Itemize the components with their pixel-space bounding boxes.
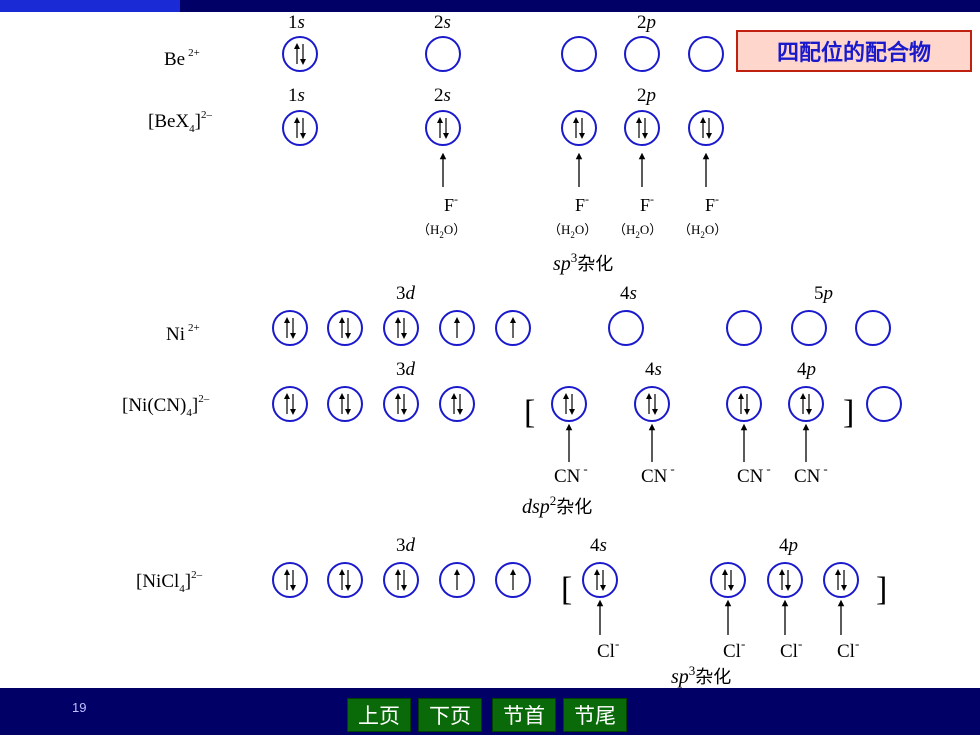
species-nicl4-label: [NiCl4]2–: [136, 569, 203, 595]
ligand-f-4: F-: [705, 192, 719, 215]
orbital-be-5: [688, 36, 724, 72]
slide-content-area: [0, 12, 980, 688]
orbital-label-ni-3d: 3d: [396, 283, 416, 304]
orbital-nicl4-4: [439, 562, 475, 598]
orbital-label-be-2s: 2s: [434, 12, 451, 33]
top-accent-bar: [0, 0, 180, 12]
orbital-ni-1: [272, 310, 308, 346]
orbital-bex4-2: [425, 110, 461, 146]
bracket-nicl4-close: ]: [876, 571, 887, 608]
orbital-ni-4: [439, 310, 475, 346]
section-start-button[interactable]: 节首: [492, 698, 556, 732]
orbital-ni-8: [791, 310, 827, 346]
orbital-label-be-1s: 1s: [288, 12, 305, 33]
orbital-label-bex4-1s: 1s: [288, 85, 305, 106]
orbital-label-nicl4-4p: 4p: [779, 535, 798, 556]
orbital-nicn4-3: [383, 386, 419, 422]
orbital-nicl4-1: [272, 562, 308, 598]
orbital-be-4: [624, 36, 660, 72]
donor-arrows: [439, 152, 845, 635]
species-nicn4-label: [Ni(CN)4]2–: [122, 393, 210, 419]
ligand-cl-4: Cl-: [837, 636, 859, 662]
orbital-ni-7: [726, 310, 762, 346]
orbital-label-bex4-2s: 2s: [434, 85, 451, 106]
ligand-cl-2: Cl-: [723, 636, 745, 662]
next-page-button[interactable]: 下页: [418, 698, 482, 732]
orbital-nicl4-2: [327, 562, 363, 598]
bracket-nicl4-open: [: [561, 571, 572, 608]
bracket-nicn4-open: [: [524, 394, 535, 431]
ligand-water-1: （H2O）: [417, 222, 466, 240]
orbital-ni-9: [855, 310, 891, 346]
orbital-label-ni-5p: 5p: [814, 283, 833, 304]
orbital-label-nicl4-4s: 4s: [590, 535, 607, 556]
bracket-nicn4-close: ]: [843, 394, 854, 431]
hybridization-bex4: sp3杂化: [553, 250, 613, 275]
ligand-cn-2: CN-: [641, 461, 675, 487]
orbital-nicn4-4: [439, 386, 475, 422]
orbital-ni-6: [608, 310, 644, 346]
orbital-bex4-4: [624, 110, 660, 146]
orbital-nicl4-9: [823, 562, 859, 598]
orbital-label-nicn4-3d: 3d: [396, 359, 416, 380]
ligand-cl-1: Cl-: [597, 636, 619, 662]
hybridization-nicn4: dsp2杂化: [522, 493, 592, 518]
orbital-ni-2: [327, 310, 363, 346]
ligand-f-2: F-: [575, 192, 589, 215]
orbital-nicl4-8: [767, 562, 803, 598]
orbital-nicn4-5: [551, 386, 587, 422]
orbital-nicl4-7: [710, 562, 746, 598]
orbital-nicl4-3: [383, 562, 419, 598]
hybridization-nicl4: sp3杂化: [671, 663, 731, 688]
orbital-label-nicn4-4p: 4p: [797, 359, 816, 380]
orbital-bex4-3: [561, 110, 597, 146]
ligand-f-1: F-: [444, 192, 458, 215]
orbital-label-bex4-2p: 2p: [637, 85, 656, 106]
orbital-bex4-1: [282, 110, 318, 146]
ligand-cn-3: CN-: [737, 461, 771, 487]
ligand-cl-3: Cl-: [780, 636, 802, 662]
ligand-water-2: （H2O）: [548, 222, 597, 240]
orbital-ni-3: [383, 310, 419, 346]
orbital-nicn4-2: [327, 386, 363, 422]
ligand-f-3: F-: [640, 192, 654, 215]
ligand-water-3: （H2O）: [613, 222, 662, 240]
orbital-ni-5: [495, 310, 531, 346]
page-number: 19: [72, 700, 87, 715]
orbital-label-nicl4-3d: 3d: [396, 535, 416, 556]
orbital-label-ni-4s: 4s: [620, 283, 637, 304]
ligand-water-4: （H2O）: [678, 222, 727, 240]
orbital-boxes: [272, 36, 902, 598]
orbital-be-2: [425, 36, 461, 72]
ligand-cn-1: CN-: [554, 461, 588, 487]
orbital-be-1: [282, 36, 318, 72]
orbital-nicn4-7: [726, 386, 762, 422]
orbital-nicn4-1: [272, 386, 308, 422]
orbital-be-3: [561, 36, 597, 72]
orbital-nicn4-6: [634, 386, 670, 422]
slide-title: 四配位的配合物: [736, 30, 972, 72]
orbital-bex4-5: [688, 110, 724, 146]
species-bex4-label: [BeX4]2–: [148, 109, 212, 135]
orbital-label-nicn4-4s: 4s: [645, 359, 662, 380]
prev-page-button[interactable]: 上页: [347, 698, 411, 732]
orbital-nicl4-5: [495, 562, 531, 598]
section-end-button[interactable]: 节尾: [563, 698, 627, 732]
ligand-cn-4: CN-: [794, 461, 828, 487]
orbital-nicl4-6: [582, 562, 618, 598]
orbital-nicn4-9: [866, 386, 902, 422]
orbital-label-be-2p: 2p: [637, 12, 656, 33]
orbital-nicn4-8: [788, 386, 824, 422]
